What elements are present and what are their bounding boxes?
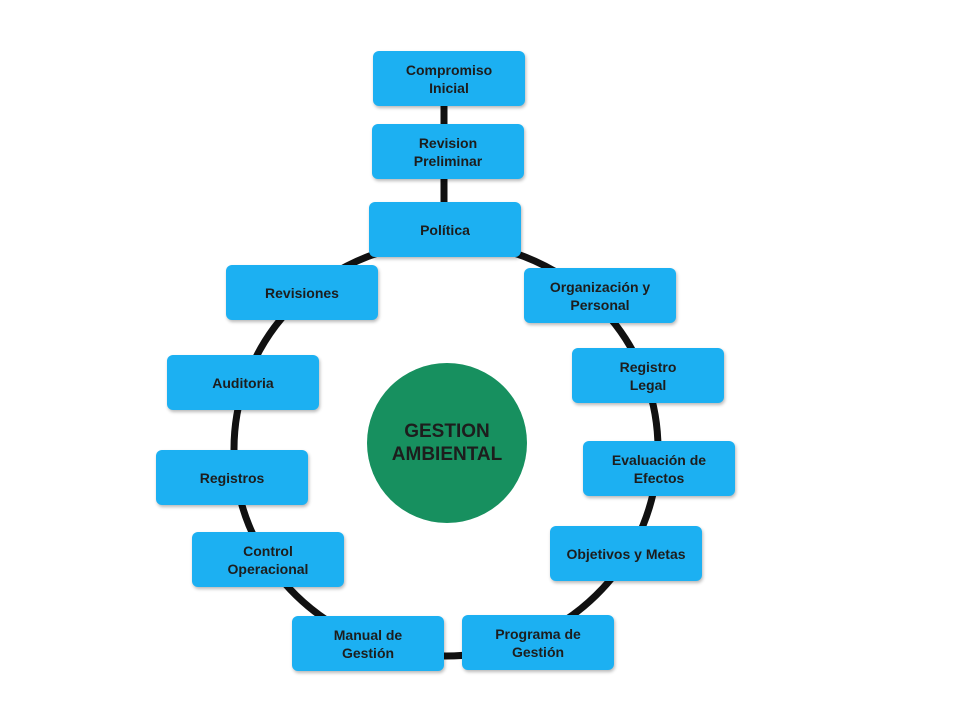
node-revisiones: Revisiones [226, 265, 378, 320]
node-evaluacion-efectos: Evaluación de Efectos [583, 441, 735, 496]
node-compromiso-inicial: Compromiso Inicial [373, 51, 525, 106]
node-programa-gestion: Programa de Gestión [462, 615, 614, 670]
node-registros: Registros [156, 450, 308, 505]
node-registro-legal: Registro Legal [572, 348, 724, 403]
center-gestion-ambiental: GESTION AMBIENTAL [367, 363, 527, 523]
node-organizacion-personal: Organización y Personal [524, 268, 676, 323]
node-objetivos-metas: Objetivos y Metas [550, 526, 702, 581]
node-manual-gestion: Manual de Gestión [292, 616, 444, 671]
node-revision-preliminar: Revision Preliminar [372, 124, 524, 179]
node-politica: Política [369, 202, 521, 257]
node-control-operacional: Control Operacional [192, 532, 344, 587]
node-auditoria: Auditoria [167, 355, 319, 410]
